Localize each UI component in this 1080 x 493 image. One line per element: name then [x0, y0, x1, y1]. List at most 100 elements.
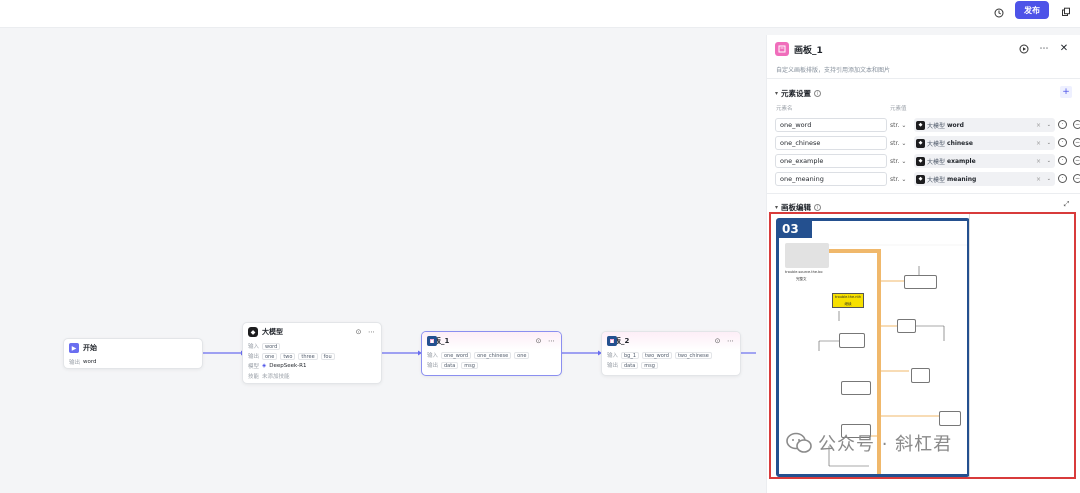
- llm-icon: ◆: [248, 327, 258, 337]
- chevron-down-icon[interactable]: ⌄: [1046, 158, 1051, 164]
- element-name-input[interactable]: one_chinese: [775, 136, 887, 150]
- edges-layer: [203, 350, 756, 356]
- clear-icon[interactable]: ×: [1035, 121, 1041, 129]
- element-value-ref[interactable]: ◆ 大模型 meaning × ⌄: [914, 172, 1055, 186]
- workflow-canvas[interactable]: ▶ 开始 输出 word ◆ 大模型 ⊙ ⋯ 输入 word 输出 one tw…: [0, 28, 756, 493]
- run-icon[interactable]: ⊙: [355, 328, 362, 336]
- board-icon: [775, 42, 789, 56]
- clear-icon[interactable]: ×: [1035, 157, 1041, 165]
- llm-icon: ◆: [916, 174, 925, 184]
- info-icon[interactable]: i: [814, 90, 822, 97]
- edge-arrow: [598, 350, 602, 356]
- watermark: 公众号 · 斜杠君: [786, 430, 952, 456]
- output-chip: msg: [461, 361, 478, 369]
- output-chip: two: [280, 352, 296, 360]
- element-type-select[interactable]: str.⌄: [890, 175, 907, 183]
- node-board-2[interactable]: ▣ 画板_2 ⊙ ⋯ 输入 bg_1 two_word two_chinese …: [601, 331, 741, 376]
- node-title: 画板_2: [607, 337, 630, 345]
- chevron-down-icon: ▾: [775, 204, 779, 211]
- board-editor-preview[interactable]: 03 trouble.source.the.bo 完整文 trouble.the…: [769, 212, 1076, 479]
- fullscreen-icon[interactable]: ⤢: [1063, 200, 1070, 208]
- more-icon[interactable]: ⋯: [368, 328, 375, 336]
- history-icon[interactable]: [991, 5, 1007, 21]
- output-chip: word: [83, 359, 97, 365]
- edge-arrow: [418, 350, 422, 356]
- divider: [767, 78, 1080, 79]
- chevron-down-icon: ⌄: [901, 121, 907, 129]
- editor-section-header[interactable]: ▾ 画板编辑 i: [775, 202, 822, 213]
- flow-box: [841, 381, 871, 395]
- more-icon[interactable]: ⋯: [727, 337, 734, 345]
- input-chip: bg_1: [621, 351, 640, 359]
- llm-icon: ◆: [916, 138, 925, 148]
- run-icon[interactable]: ⊙: [535, 337, 542, 345]
- node-board-1[interactable]: ▣ 画板_1 ⊙ ⋯ 输入 one_word one_chinese one 输…: [421, 331, 562, 376]
- remove-icon[interactable]: −: [1073, 174, 1080, 183]
- run-icon[interactable]: [1018, 43, 1030, 55]
- input-chip: two_word: [642, 351, 672, 359]
- watermark-text: 公众号 · 斜杠君: [818, 434, 953, 455]
- node-llm[interactable]: ◆ 大模型 ⊙ ⋯ 输入 word 输出 one two three fou 模…: [242, 322, 382, 384]
- settings-icon[interactable]: ·: [1058, 174, 1067, 183]
- element-row: one_chinese str.⌄ ◆ 大模型 chinese × ⌄ · −: [775, 136, 1080, 150]
- element-type-select[interactable]: str.⌄: [890, 121, 907, 129]
- more-icon[interactable]: ⋯: [1039, 44, 1049, 54]
- input-chip: word: [262, 342, 281, 350]
- llm-icon: ◆: [916, 120, 925, 130]
- flow-box: [897, 319, 916, 333]
- output-chip: one: [262, 352, 278, 360]
- publish-button[interactable]: 发布: [1015, 1, 1049, 19]
- clear-icon[interactable]: ×: [1035, 139, 1041, 147]
- element-value-ref[interactable]: ◆ 大模型 word × ⌄: [914, 118, 1055, 132]
- output-chip: data: [441, 361, 459, 369]
- element-type-select[interactable]: str.⌄: [890, 157, 907, 165]
- node-start[interactable]: ▶ 开始 输出 word: [63, 338, 203, 369]
- board-flow-diagram: [787, 244, 967, 474]
- element-row: one_example str.⌄ ◆ 大模型 example × ⌄ · −: [775, 154, 1080, 168]
- copy-icon[interactable]: [1058, 4, 1074, 20]
- element-name-input[interactable]: one_word: [775, 118, 887, 132]
- settings-icon[interactable]: ·: [1058, 120, 1067, 129]
- element-row: one_meaning str.⌄ ◆ 大模型 meaning × ⌄ · −: [775, 172, 1080, 186]
- close-icon[interactable]: ✕: [1059, 42, 1069, 54]
- chevron-down-icon[interactable]: ⌄: [1046, 140, 1051, 146]
- highlight-box: trouble.the.nth 继续: [832, 293, 864, 308]
- remove-icon[interactable]: −: [1073, 120, 1080, 129]
- element-type-select[interactable]: str.⌄: [890, 139, 907, 147]
- settings-icon[interactable]: ·: [1058, 156, 1067, 165]
- remove-icon[interactable]: −: [1073, 138, 1080, 147]
- input-chip: one_chinese: [474, 351, 512, 359]
- flow-box: [839, 333, 865, 348]
- board-icon: ▣: [607, 336, 617, 346]
- output-chip: fou: [320, 352, 335, 360]
- panel-title[interactable]: 画板_1: [794, 46, 823, 56]
- info-icon[interactable]: i: [814, 204, 822, 211]
- run-icon[interactable]: ⊙: [714, 337, 721, 345]
- settings-icon[interactable]: ·: [1058, 138, 1067, 147]
- chevron-down-icon: ⌄: [901, 175, 907, 183]
- chevron-down-icon[interactable]: ⌄: [1046, 122, 1051, 128]
- divider: [969, 214, 970, 477]
- input-chip: one: [514, 351, 530, 359]
- element-name-input[interactable]: one_example: [775, 154, 887, 168]
- chevron-down-icon[interactable]: ⌄: [1046, 176, 1051, 182]
- element-row: one_word str.⌄ ◆ 大模型 word × ⌄ · −: [775, 118, 1080, 132]
- more-icon[interactable]: ⋯: [548, 337, 555, 345]
- llm-icon: ◆: [916, 156, 925, 166]
- model-icon: ◈: [262, 363, 267, 369]
- output-chip: three: [298, 352, 318, 360]
- elements-section-header[interactable]: ▾ 元素设置 i: [775, 88, 822, 99]
- remove-icon[interactable]: −: [1073, 156, 1080, 165]
- board-icon: ▣: [427, 336, 437, 346]
- element-value-ref[interactable]: ◆ 大模型 chinese × ⌄: [914, 136, 1055, 150]
- add-element-button[interactable]: +: [1060, 86, 1072, 98]
- start-icon: ▶: [69, 343, 79, 353]
- column-label-name: 元素名: [776, 106, 793, 112]
- element-name-input[interactable]: one_meaning: [775, 172, 887, 186]
- board-canvas[interactable]: 03 trouble.source.the.bo 完整文 trouble.the…: [776, 218, 970, 477]
- skill-value: 未添加技能: [262, 374, 290, 380]
- clear-icon[interactable]: ×: [1035, 175, 1041, 183]
- output-chip: msg: [641, 361, 658, 369]
- element-value-ref[interactable]: ◆ 大模型 example × ⌄: [914, 154, 1055, 168]
- node-title: 开始: [83, 344, 97, 352]
